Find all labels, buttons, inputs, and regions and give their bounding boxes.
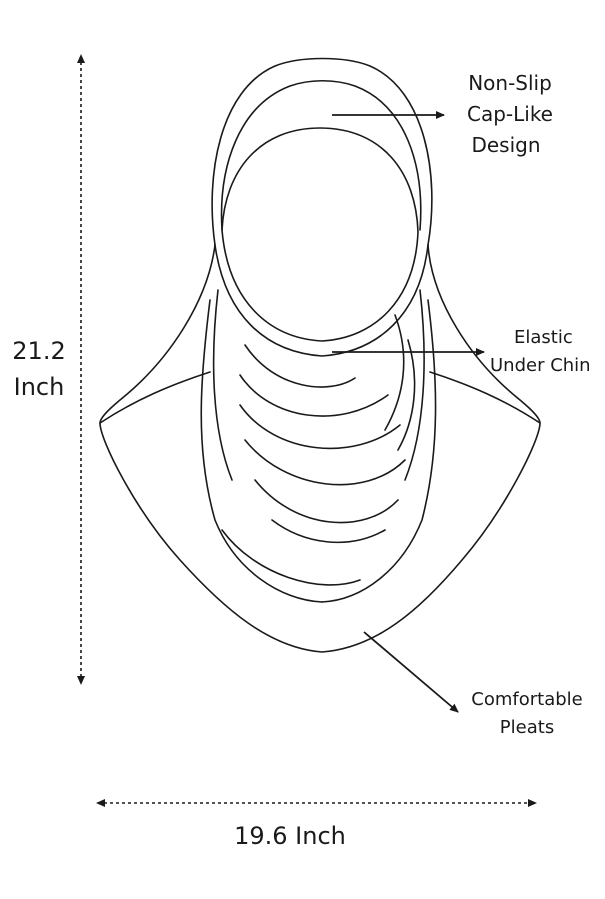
- pleats-callout-line-2: Pleats: [499, 717, 555, 738]
- pleat-7: [221, 529, 361, 586]
- height-dimension-unit: Inch: [13, 373, 65, 401]
- right-shoulder-seam: [429, 371, 541, 424]
- drape-right-side: [321, 299, 437, 603]
- outer-hood-outline: [211, 57, 433, 246]
- pleat-8: [384, 314, 405, 431]
- drape-inner-right: [404, 289, 425, 481]
- pleat-1: [244, 344, 356, 388]
- chin-callout-line-2: Under Chin: [490, 355, 591, 376]
- pleat-9: [397, 339, 416, 451]
- drape-left-side: [200, 299, 323, 603]
- chin-callout-line-1: Elastic: [514, 327, 573, 348]
- pleats-callout-arrow: [363, 631, 459, 713]
- left-shoulder-seam: [99, 371, 211, 424]
- pleat-3: [239, 404, 401, 450]
- inner-cap-ring: [220, 80, 422, 231]
- pleats-callout-label: Comfortable Pleats: [462, 686, 592, 742]
- face-opening: [221, 127, 419, 342]
- width-dimension-label: 19.6 Inch: [200, 818, 380, 854]
- height-dimension-label: 21.2 Inch: [4, 333, 74, 405]
- pleat-2: [239, 374, 389, 417]
- cap-callout-line-2: Cap-Like: [466, 102, 553, 126]
- pleats-callout-line-1: Comfortable: [471, 689, 583, 710]
- pleat-4: [244, 439, 406, 486]
- width-dimension-text: 19.6 Inch: [234, 822, 346, 850]
- cap-callout-line-1: Non-Slip: [468, 71, 552, 95]
- pleat-5: [254, 479, 399, 524]
- cap-callout-line-3: Design: [471, 133, 541, 157]
- drape-inner-left: [212, 289, 233, 481]
- cap-callout-label: Non-Slip Cap-Like Design: [455, 68, 565, 161]
- pleat-6: [271, 519, 386, 544]
- height-dimension-value: 21.2: [12, 337, 66, 365]
- cape-outline: [99, 244, 541, 653]
- chin-callout-label: Elastic Under Chin: [490, 324, 602, 380]
- chin-band: [214, 244, 429, 357]
